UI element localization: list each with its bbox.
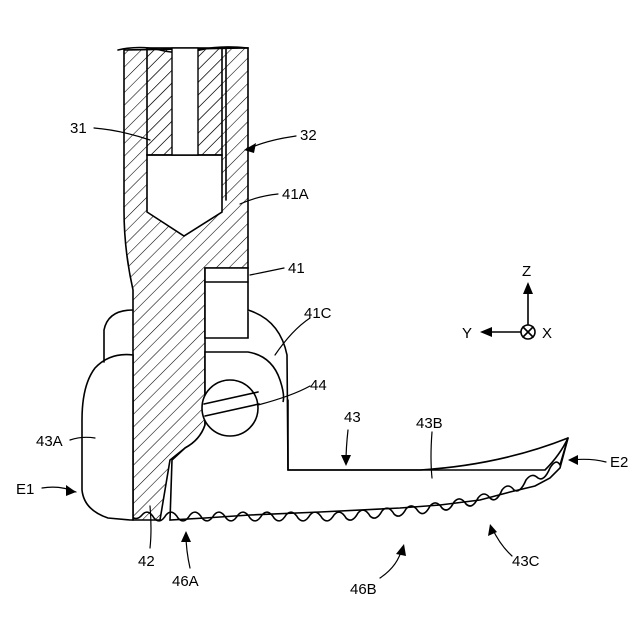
rod-31-hollow xyxy=(172,48,198,155)
label-43b: 43B xyxy=(416,415,443,432)
label-31: 31 xyxy=(70,120,87,137)
label-e2: E2 xyxy=(610,454,628,471)
label-44: 44 xyxy=(310,377,327,394)
label-43: 43 xyxy=(344,409,361,426)
label-43c: 43C xyxy=(512,553,540,570)
label-46b: 46B xyxy=(350,581,377,598)
label-41c: 41C xyxy=(304,305,332,322)
block-41 xyxy=(205,268,248,338)
label-41: 41 xyxy=(288,260,305,277)
label-e1: E1 xyxy=(16,481,34,498)
label-41a: 41A xyxy=(282,186,309,203)
label-32: 32 xyxy=(300,127,317,144)
plate-43-top xyxy=(288,400,568,470)
label-43a: 43A xyxy=(36,433,63,450)
axis-label-x: X xyxy=(542,325,552,342)
label-42: 42 xyxy=(138,553,155,570)
axis-label-z: Z xyxy=(522,263,531,280)
label-46a: 46A xyxy=(172,573,199,590)
axis-label-y: Y xyxy=(462,325,472,342)
axes-indicator: Z Y X xyxy=(462,263,552,342)
pin-44 xyxy=(202,380,258,436)
